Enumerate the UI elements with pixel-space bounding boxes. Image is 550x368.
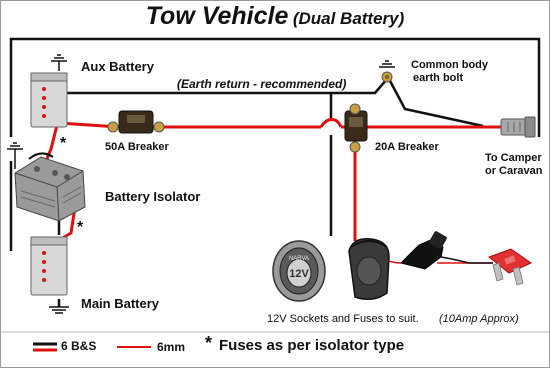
subtitle-text: (Dual Battery) xyxy=(292,9,405,28)
sockets-label: 12V Sockets and Fuses to suit. xyxy=(267,313,419,325)
black-frame-wires xyxy=(9,37,541,251)
camper-label-line2: or Caravan xyxy=(485,165,543,177)
socket-brand-text: NARVA xyxy=(289,256,309,262)
breaker-20a-label: 20A Breaker xyxy=(375,141,439,153)
earth-symbol-body xyxy=(379,60,395,68)
legend-fuses-text: Fuses as per isolator type xyxy=(219,337,405,354)
legend-star: * xyxy=(205,333,213,353)
camper-plug-icon xyxy=(500,116,536,138)
socket-12v-icon: 12V NARVA xyxy=(272,240,326,302)
fuse-note-lower: * xyxy=(77,219,84,236)
earth-symbol-aux xyxy=(51,54,67,71)
fuse-note-upper: * xyxy=(60,135,67,152)
earth-symbol-isolator xyxy=(7,142,23,169)
battery-isolator-label: Battery Isolator xyxy=(105,189,201,204)
main-battery-label: Main Battery xyxy=(81,296,160,311)
legend-6mm-label: 6mm xyxy=(157,340,186,354)
blade-fuse-icon xyxy=(487,248,533,286)
aux-battery-label: Aux Battery xyxy=(81,59,154,74)
socket-cap-icon xyxy=(348,238,390,300)
main-battery-icon xyxy=(30,236,68,296)
camper-label-line1: To Camper xyxy=(485,152,542,164)
breaker-50a-icon xyxy=(107,110,165,134)
battery-isolator-icon xyxy=(14,152,86,222)
legend-6bs-label: 6 B&S xyxy=(61,339,97,353)
title-text: Tow Vehicle xyxy=(145,2,289,30)
breaker-50a-label: 50A Breaker xyxy=(105,141,169,153)
socket-face-text: 12V xyxy=(289,268,309,280)
inline-fuse-holder-icon xyxy=(400,231,493,270)
fine-red-wires xyxy=(298,240,493,272)
approx-label: (10Amp Approx) xyxy=(439,313,519,325)
red-power-wires xyxy=(44,118,501,241)
common-body-label-line1: Common body xyxy=(411,59,488,71)
earth-symbol-main xyxy=(49,306,69,314)
diagram-title: Tow Vehicle (Dual Battery) xyxy=(1,2,549,31)
breaker-20a-icon xyxy=(344,103,368,153)
earth-bolt-icon xyxy=(381,71,393,83)
common-body-label-line2: earth bolt xyxy=(413,72,464,84)
aux-battery-icon xyxy=(30,72,68,128)
earth-return-label: (Earth return - recommended) xyxy=(177,77,347,91)
legend-sample-6bs xyxy=(33,342,57,352)
